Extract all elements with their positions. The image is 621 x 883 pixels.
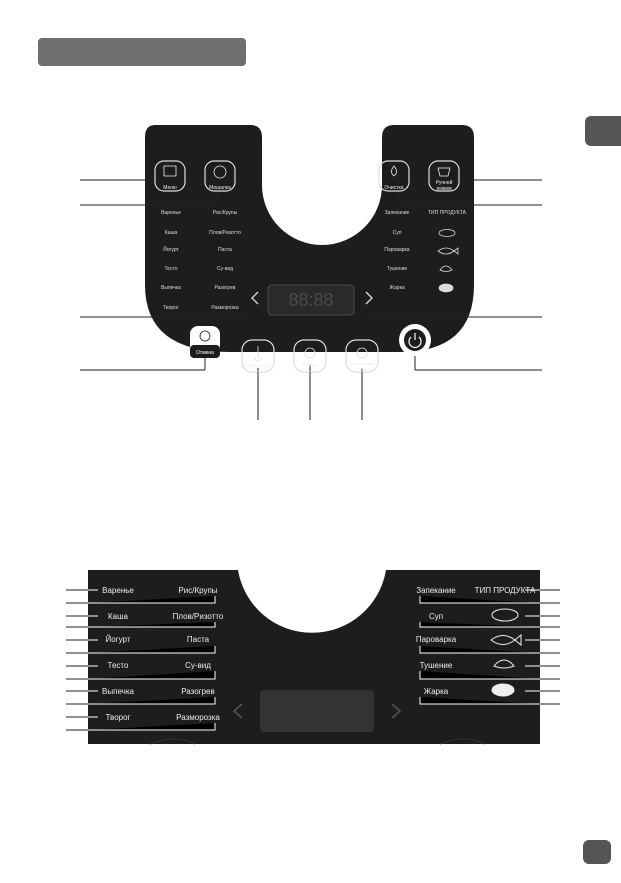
stopwatch-icon — [304, 347, 316, 359]
left-arrow-icon — [251, 291, 259, 305]
svg-text:Тушение: Тушение — [387, 266, 408, 272]
zoom-vegetables-icon — [491, 608, 519, 622]
svg-text:Жарка: Жарка — [389, 285, 405, 291]
svg-text:Паста: Паста — [218, 247, 232, 253]
svg-text:Каша: Каша — [165, 230, 178, 236]
cancel-label: Отмена — [196, 350, 214, 356]
svg-text:Тушение: Тушение — [420, 661, 453, 670]
svg-text:Пароварка: Пароварка — [384, 247, 409, 253]
temperature-label: Температура — [244, 363, 272, 368]
zoom-right-arrow-icon — [391, 703, 402, 719]
manual-label-1: Ручной — [436, 179, 453, 186]
svg-text:Плов/Ризотто: Плов/Ризотто — [173, 612, 224, 621]
svg-text:Пароварка: Пароварка — [416, 635, 457, 644]
page-number-badge — [583, 840, 611, 864]
cleaning-label: Очистка — [384, 185, 403, 191]
power-icon — [408, 333, 422, 348]
zoom-poultry-icon — [493, 659, 515, 669]
svg-text:Паста: Паста — [187, 635, 210, 644]
time-label: Время — [302, 363, 317, 369]
svg-text:Рис/Крупы: Рис/Крупы — [213, 210, 238, 216]
stirring-label: Мешалка — [209, 185, 231, 191]
svg-text:Каша: Каша — [108, 612, 129, 621]
control-panel-diagram: Меню Мешалка Очистка Ручной режим Варень… — [80, 125, 542, 420]
zoom-display — [260, 690, 374, 732]
thermometer-icon — [254, 346, 262, 362]
cancel-icon — [199, 330, 211, 342]
stirring-icon — [213, 165, 227, 179]
chapter-tab — [585, 116, 621, 146]
chef-hat-icon — [437, 167, 451, 177]
svg-text:Творог: Творог — [106, 713, 131, 722]
poultry-icon — [439, 265, 453, 272]
programs-zoom-diagram: Варенье Каша Йогурт Тесто Выпечка Творог… — [66, 570, 560, 745]
manual-label-2: режим — [436, 186, 452, 192]
drop-icon — [391, 165, 397, 177]
zoom-meat-icon — [491, 683, 515, 697]
svg-text:Су-вид: Су-вид — [217, 266, 233, 272]
zoom-fish-icon — [490, 633, 522, 647]
delay-label-1: Отложенный — [350, 361, 374, 366]
svg-text:Творог: Творог — [163, 305, 179, 311]
delay-clock-icon — [356, 347, 368, 359]
right-arrow-icon — [365, 291, 373, 305]
svg-text:Тесто: Тесто — [164, 266, 177, 272]
fish-icon — [437, 247, 459, 255]
delay-label-2: старт — [357, 366, 367, 371]
svg-text:Запекание: Запекание — [385, 210, 410, 216]
svg-text:Су-вид: Су-вид — [185, 661, 211, 670]
svg-text:Суп: Суп — [429, 612, 443, 621]
svg-text:Разогрев: Разогрев — [215, 285, 236, 291]
svg-text:Плов/Ризотто: Плов/Ризотто — [209, 230, 241, 236]
svg-text:Йогурт: Йогурт — [106, 635, 131, 644]
svg-text:Разогрев: Разогрев — [181, 687, 215, 696]
zoom-left-arrow-icon — [232, 703, 243, 719]
svg-text:Варенье: Варенье — [161, 210, 181, 216]
svg-text:Жарка: Жарка — [424, 687, 449, 696]
digital-display — [267, 284, 355, 316]
menu-label: Меню — [163, 185, 177, 191]
svg-text:Варенье: Варенье — [102, 586, 134, 595]
vegetables-icon — [438, 229, 456, 237]
display-digits: 88:88 — [288, 290, 333, 310]
menu-button — [154, 160, 186, 192]
svg-text:Запекание: Запекание — [416, 586, 456, 595]
section-header-bar — [38, 38, 246, 66]
meat-icon — [438, 283, 454, 293]
svg-text:Тесто: Тесто — [108, 661, 129, 670]
svg-text:Суп: Суп — [393, 230, 402, 236]
svg-text:Рис/Крупы: Рис/Крупы — [178, 586, 217, 595]
svg-text:Разморозка: Разморозка — [211, 305, 238, 311]
svg-text:Выпечка: Выпечка — [161, 285, 181, 291]
svg-text:ТИП ПРОДУКТА: ТИП ПРОДУКТА — [428, 210, 467, 216]
svg-text:ТИП ПРОДУКТА: ТИП ПРОДУКТА — [475, 586, 536, 595]
svg-text:Выпечка: Выпечка — [102, 687, 134, 696]
svg-text:Йогурт: Йогурт — [163, 245, 179, 253]
svg-text:Разморозка: Разморозка — [176, 713, 220, 722]
menu-icon — [163, 165, 177, 177]
